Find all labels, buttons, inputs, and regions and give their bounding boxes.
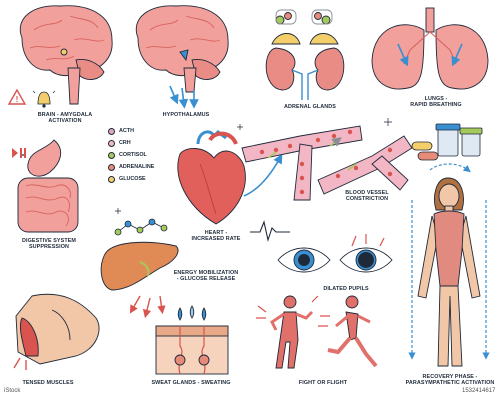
heart-to-vessel-arrow xyxy=(243,153,283,197)
alarm-bell-icon xyxy=(32,90,56,108)
label-dilated-pupils: DILATED PUPILS xyxy=(323,286,369,292)
label-digestive: DIGESTIVE SYSTEM SUPPRESSION xyxy=(4,238,94,251)
lungs-illustration xyxy=(371,7,489,90)
label-lungs-line1: LUNGS - xyxy=(424,96,448,102)
glucose-molecule-icon xyxy=(114,218,168,236)
sparkle-icons xyxy=(115,118,392,214)
label-recovery-line2: PARASYMPATHETIC ACTIVATION xyxy=(405,380,495,387)
glucose-release-arrows xyxy=(129,295,166,319)
label-tensed-muscles: TENSED MUSCLES xyxy=(22,380,74,386)
label-adrenal-glands: ADRENAL GLANDS xyxy=(284,104,336,110)
tensed-arm-illustration xyxy=(13,293,100,370)
label-vessel-line2: CONSTRICTION xyxy=(345,196,389,203)
warning-icon: ! xyxy=(7,88,27,105)
pause-icon xyxy=(12,148,26,158)
label-recovery-phase: RECOVERY PHASE - PARASYMPATHETIC ACTIVAT… xyxy=(400,374,500,387)
label-lungs-line2: RAPID BREATHING xyxy=(410,102,462,109)
label-energy-line2: - GLUCOSE RELEASE xyxy=(176,276,236,283)
recovery-arrows xyxy=(408,163,490,360)
label-energy-line1: ENERGY MOBILIZATION xyxy=(173,270,239,276)
hypothalamus-signal-arrows xyxy=(169,85,199,109)
motion-lines-icon xyxy=(256,295,330,327)
blood-vessel-illustration xyxy=(241,125,413,201)
watermark-image-number: 1532414617 xyxy=(462,388,496,394)
runner-figure xyxy=(327,295,378,368)
sweat-glands-illustration xyxy=(155,305,229,375)
legend-label-glucose: GLUCOSE xyxy=(119,176,146,182)
brain-hypothalamus-illustration xyxy=(135,5,229,93)
label-heart-line1: HEART - xyxy=(204,230,228,236)
watermark-istock: iStock xyxy=(4,388,21,394)
liver-illustration xyxy=(100,241,179,291)
label-digestive-line2: SUPPRESSION xyxy=(28,244,70,251)
legend-label-crh: CRH xyxy=(119,140,131,146)
recovery-woman-figure xyxy=(417,177,481,367)
legend-swatch-acth xyxy=(108,128,115,135)
legend-label-acth: ACTH xyxy=(119,128,134,134)
label-blood-vessel: BLOOD VESSEL CONSTRICTION xyxy=(332,190,402,203)
fighter-figure xyxy=(270,295,314,369)
legend-swatch-glucose xyxy=(108,176,115,183)
label-vessel-line1: BLOOD VESSEL xyxy=(345,190,389,196)
label-heart: HEART - INCREASED RATE xyxy=(186,230,246,243)
legend-swatch-cortisol xyxy=(108,152,115,159)
label-fight-or-flight: FIGHT OR FLIGHT xyxy=(298,380,348,386)
medication-pills-icon xyxy=(411,123,483,161)
svg-text:!: ! xyxy=(16,95,19,104)
heartbeat-line xyxy=(250,220,290,243)
legend-swatch-crh xyxy=(108,140,115,147)
brain-amygdala-illustration xyxy=(19,5,113,105)
label-brain-line1: BRAIN - AMYGDALA xyxy=(37,112,93,118)
label-sweat-glands: SWEAT GLANDS - SWEATING xyxy=(151,380,231,386)
adrenal-glands-illustration xyxy=(265,9,345,100)
eyes-illustration xyxy=(277,234,393,273)
label-brain: BRAIN - AMYGDALA ACTIVATION xyxy=(20,112,110,125)
legend-label-adrenaline: ADRENALINE xyxy=(119,164,155,170)
label-lungs: LUNGS - RAPID BREATHING xyxy=(396,96,476,109)
label-energy: ENERGY MOBILIZATION - GLUCOSE RELEASE xyxy=(166,270,246,283)
label-digestive-line1: DIGESTIVE SYSTEM xyxy=(21,238,77,244)
label-brain-line2: ACTIVATION xyxy=(48,118,82,125)
digestive-system-illustration xyxy=(17,139,79,233)
label-heart-line2: INCREASED RATE xyxy=(191,236,241,243)
legend-label-cortisol: CORTISOL xyxy=(119,152,147,158)
heart-illustration xyxy=(177,130,246,225)
label-recovery-line1: RECOVERY PHASE - xyxy=(422,374,478,380)
legend-swatch-adrenaline xyxy=(108,164,115,171)
label-hypothalamus: HYPOTHALAMUS xyxy=(162,112,210,118)
